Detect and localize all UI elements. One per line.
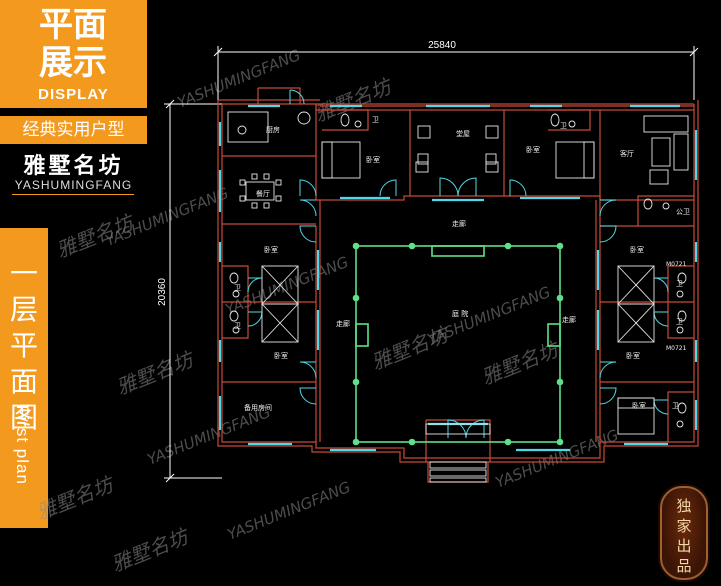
room-label-bedroom-3: 卧室 (264, 245, 278, 254)
room-label-courtyard: 庭 院 (452, 309, 468, 318)
watermarks: YASHUMINGFANG 雅墅名坊 雅墅名坊 YASHUMINGFANG YA… (33, 46, 621, 577)
vertical-char: 图 (9, 401, 38, 434)
door-code-label-1: M0721 (666, 261, 687, 268)
windows (218, 104, 698, 452)
watermark-en: YASHUMINGFANG (145, 403, 273, 469)
room-label-bedroom-1: 卧室 (366, 155, 380, 164)
room-label-utility: 备用房间 (244, 403, 272, 412)
room-label-public-wc: 公卫 (676, 208, 690, 216)
room-label-corridor-right: 走廊 (562, 315, 576, 324)
room-label-bath-1: 卫 (372, 116, 379, 124)
room-label-dining: 餐厅 (256, 189, 270, 198)
plan-title-cn-text: 一层平面图 (2, 256, 46, 436)
door-code-label-2: M0721 (666, 345, 687, 352)
brand-name-cn: 雅墅名坊 (23, 153, 124, 179)
vertical-char: 出 (676, 537, 692, 555)
room-label-kitchen: 厨房 (266, 125, 280, 134)
exclusive-badge: 独家出品 (660, 486, 708, 580)
room-label-bath-7: 卫 (672, 402, 679, 410)
vertical-char: 品 (676, 557, 692, 575)
title-line-1: 平面 (39, 5, 107, 45)
vertical-char: 平 (9, 329, 38, 362)
dimension-width (213, 46, 699, 100)
doors (247, 89, 669, 439)
watermark-en: YASHUMINGFANG (175, 46, 303, 112)
badge-text-content: 独家出品 (662, 496, 706, 576)
room-label-bedroom-7: 卧室 (632, 401, 646, 410)
side-panel (0, 228, 48, 528)
plan-title-cn: 一层平面图 (2, 256, 46, 436)
room-label-bedroom-4: 卧室 (274, 351, 288, 360)
room-label-corridor-top: 走廊 (452, 219, 466, 228)
room-label-corridor-left: 走廊 (336, 319, 350, 328)
watermark-cn: 雅墅名坊 (113, 346, 199, 399)
plan-title-en: First plan (13, 405, 32, 485)
watermark-cn: 雅墅名坊 (108, 523, 194, 576)
room-label-living: 客厅 (620, 149, 634, 158)
room-label-bedroom-6: 卧室 (626, 351, 640, 360)
room-label-bath-3: 卫 (234, 284, 241, 292)
tagline-band: 经典实用户型 (0, 116, 147, 144)
room-label-hall: 堂屋 (456, 129, 470, 138)
vertical-char: 面 (9, 365, 38, 398)
room-label-bath-2: 卫 (560, 122, 567, 130)
vertical-char: 层 (9, 293, 38, 326)
courtyard-outline (352, 242, 564, 446)
watermark-en: YASHUMINGFANG (225, 478, 353, 544)
room-label-bath-5: 卫 (676, 280, 683, 288)
title-subtitle: DISPLAY (38, 86, 109, 103)
brand-divider (12, 194, 134, 195)
watermark-cn: 雅墅名坊 (311, 73, 397, 126)
room-label-bedroom-5: 卧室 (630, 245, 644, 254)
room-label-bath-6: 卫 (676, 318, 683, 326)
dimension-width-label: 25840 (428, 40, 456, 51)
badge-text: 独家出品 (662, 496, 706, 576)
brand-name-en: YASHUMINGFANG (14, 178, 133, 192)
watermark-cn: 雅墅名坊 (478, 336, 564, 389)
room-label-bath-4: 卫 (234, 322, 241, 330)
title-line-2: 展示 (39, 43, 107, 83)
watermark-en: YASHUMINGFANG (223, 253, 351, 319)
vertical-char: 家 (676, 517, 692, 535)
dimension-height (164, 99, 222, 483)
title-block: 平面 展示 DISPLAY (0, 0, 147, 108)
vertical-char: 一 (9, 257, 38, 290)
dimension-height-label: 20360 (157, 278, 168, 306)
watermark-en: YASHUMINGFANG (493, 426, 621, 492)
vertical-char: 独 (676, 497, 692, 515)
watermark-en: YASHUMINGFANG (425, 283, 553, 349)
watermark-cn: 雅墅名坊 (33, 471, 119, 524)
room-label-bedroom-2: 卧室 (526, 145, 540, 154)
furniture (227, 111, 689, 483)
